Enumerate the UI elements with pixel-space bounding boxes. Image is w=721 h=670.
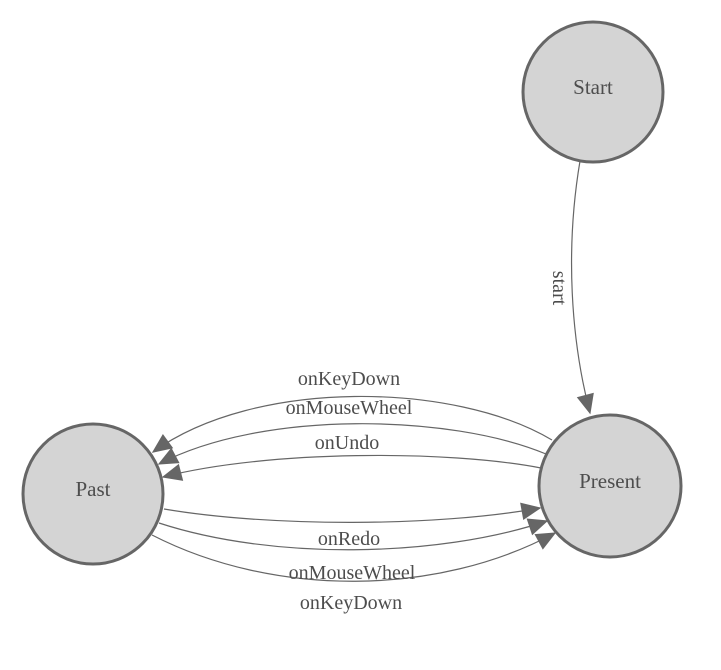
node-present-label: Present xyxy=(579,469,641,493)
edge-label-onundo: onUndo xyxy=(315,432,379,454)
node-present: Present xyxy=(537,413,683,559)
node-past-circle xyxy=(21,422,165,566)
edge-label-onmousewheel-top: onMouseWheel xyxy=(286,397,413,419)
edge-past-to-present-keydown xyxy=(151,532,557,582)
edge-label-onmousewheel-bottom: onMouseWheel xyxy=(289,562,416,584)
edge-past-to-present-mousewheel xyxy=(158,518,549,551)
node-past: Past xyxy=(21,422,165,566)
edge-present-to-past-mousewheel xyxy=(157,423,547,465)
edge-past-to-present-redo xyxy=(163,502,542,523)
node-start: Start xyxy=(521,20,665,164)
edge-start-to-present xyxy=(570,160,594,415)
node-past-label: Past xyxy=(75,477,110,501)
edge-present-to-past-undo xyxy=(161,454,542,481)
edge-label-onkeydown-bottom: onKeyDown xyxy=(300,592,402,614)
edge-label-start: start xyxy=(548,271,570,306)
node-start-label: Start xyxy=(573,75,613,99)
edge-label-onredo: onRedo xyxy=(318,528,380,550)
node-start-circle xyxy=(521,20,665,164)
node-present-circle xyxy=(537,413,683,559)
edge-present-to-past-keydown xyxy=(151,395,553,453)
edge-label-onkeydown-top: onKeyDown xyxy=(298,368,400,390)
